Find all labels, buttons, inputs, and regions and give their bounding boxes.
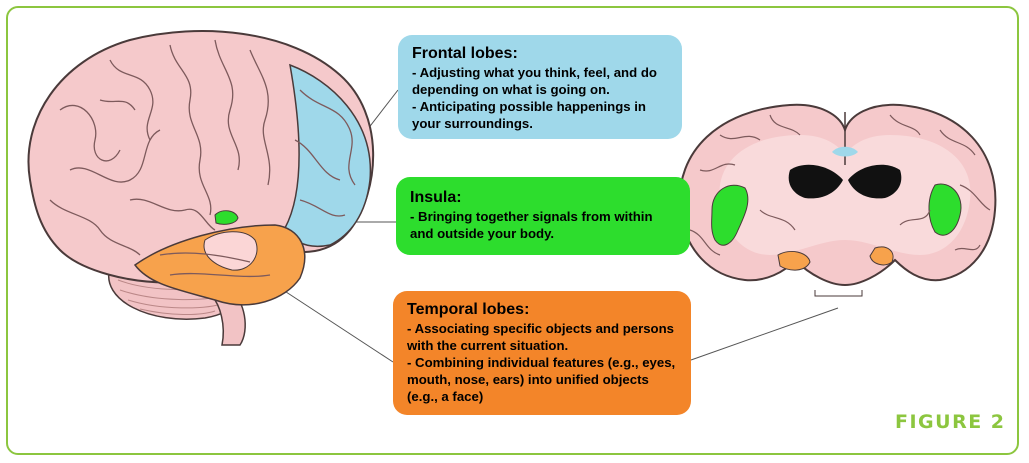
insula-bullet: - Bringing together signals from within … [410,209,653,241]
frontal-lobe-region [284,63,372,247]
insula-left-coronal [711,184,749,246]
temporal-connector-right [690,307,839,361]
figure-label: FIGURE 2 [895,411,1006,433]
insula-title: Insula: [410,189,462,206]
insula-box: Insula: - Bringing together signals from… [396,177,690,255]
temporal-bullet: - Combining individual features (e.g., e… [407,355,676,404]
frontal-lobes-box: Frontal lobes: - Adjusting what you thin… [398,35,682,139]
temporal-right-coronal [869,246,894,266]
frontal-lobes-title: Frontal lobes: [412,45,518,62]
gyri-lines [49,39,356,278]
temporal-lobes-bullets: - Associating specific objects and perso… [407,320,679,405]
frontal-bullet: - Adjusting what you think, feel, and do… [412,65,657,97]
coronal-brain-section [678,103,997,297]
temporal-connector-left [279,287,394,363]
insula-right-coronal [928,183,962,236]
insula-bullets: - Bringing together signals from within … [410,208,678,242]
lateral-brain [27,30,375,346]
right-ventricle [848,164,902,199]
figure-frame [6,6,1019,455]
frontal-bullet: - Anticipating possible happenings in yo… [412,99,646,131]
temporal-bullet: - Associating specific objects and perso… [407,321,674,353]
temporal-left-coronal [777,251,811,271]
temporal-lobes-box: Temporal lobes: - Associating specific o… [393,291,691,415]
left-ventricle [788,164,843,199]
temporal-lobes-title: Temporal lobes: [407,301,530,318]
insula-region [214,210,239,225]
frontal-lobes-bullets: - Adjusting what you think, feel, and do… [412,64,670,132]
